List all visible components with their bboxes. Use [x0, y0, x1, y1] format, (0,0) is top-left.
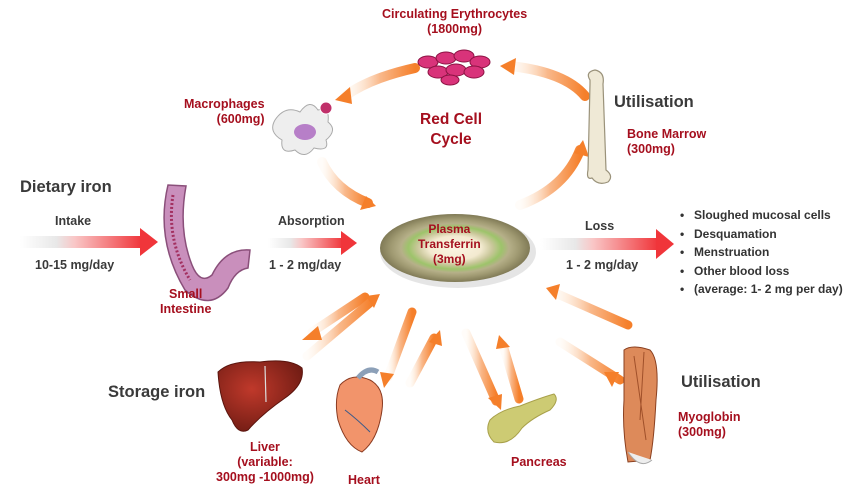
- macrophage-illustration: [272, 101, 333, 155]
- liver-line3: 300mg -1000mg): [216, 470, 314, 484]
- liver-line2: (variable:: [237, 455, 293, 469]
- heart-label: Heart: [348, 473, 380, 487]
- red-cell-cycle-line2: Cycle: [430, 131, 472, 148]
- loss-rate: 1 - 2 mg/day: [566, 258, 639, 272]
- macrophages-amount: (600mg): [216, 112, 265, 126]
- heart-illustration: [335, 367, 383, 453]
- loss-item: Desquamation: [680, 225, 843, 244]
- intake-rate: 10-15 mg/day: [35, 258, 115, 272]
- loss-label: Loss: [585, 219, 615, 233]
- liver-label: Liver (variable: 300mg -1000mg): [216, 440, 314, 485]
- bone-marrow-name: Bone Marrow: [627, 127, 707, 141]
- myoglobin-label: Myoglobin (300mg): [678, 410, 741, 440]
- erythrocytes-amount: (1800mg): [427, 22, 483, 36]
- utilisation-muscle-heading: Utilisation: [681, 373, 761, 391]
- absorption-label: Absorption: [278, 214, 345, 228]
- cycle-arrowheads: [335, 58, 589, 210]
- small-intestine-line1: Small: [169, 287, 203, 301]
- exchange-arrowheads: [302, 284, 619, 410]
- macrophages-label: Macrophages (600mg): [184, 97, 265, 127]
- storage-iron-heading: Storage iron: [108, 383, 206, 401]
- erythrocytes-name: Circulating Erythrocytes: [382, 7, 528, 21]
- erythrocytes-label: Circulating Erythrocytes (1800mg): [382, 7, 527, 37]
- small-intestine-illustration: [163, 184, 251, 302]
- loss-item: Menstruation: [680, 243, 843, 262]
- cycle-arrows: [317, 61, 590, 210]
- small-intestine-line2: Intestine: [160, 302, 212, 316]
- bone-marrow-amount: (300mg): [627, 142, 675, 156]
- liver-line1: Liver: [250, 440, 280, 454]
- myoglobin-name: Myoglobin: [678, 410, 741, 424]
- loss-item: Sloughed mucosal cells: [680, 206, 843, 225]
- exchange-arrows: [302, 287, 633, 406]
- loss-item: Other blood loss: [680, 262, 843, 281]
- pancreas-label: Pancreas: [511, 455, 567, 469]
- bone-illustration: [586, 69, 612, 184]
- plasma-transferrin-label: Plasma Transferrin (3mg): [418, 222, 481, 267]
- loss-list: Sloughed mucosal cells Desquamation Mens…: [680, 206, 843, 299]
- pancreas-illustration: [487, 393, 557, 444]
- red-cell-cycle-label: Red Cell Cycle: [420, 110, 482, 150]
- erythrocytes-illustration: [417, 49, 491, 86]
- intake-label: Intake: [55, 214, 92, 228]
- absorption-arrow: [268, 231, 357, 255]
- red-cell-cycle-line1: Red Cell: [420, 111, 483, 128]
- loss-item: (average: 1- 2 mg per day): [680, 280, 843, 299]
- plasma-transferrin-illustration: [380, 214, 536, 288]
- small-intestine-label: Small Intestine: [160, 287, 211, 317]
- plasma-line1: Plasma: [428, 222, 471, 236]
- plasma-line2: Transferrin: [418, 237, 481, 251]
- intake-arrow: [20, 228, 158, 256]
- macrophages-name: Macrophages: [184, 97, 265, 111]
- loss-arrow: [540, 229, 674, 259]
- absorption-rate: 1 - 2 mg/day: [269, 258, 342, 272]
- utilisation-bone-heading: Utilisation: [614, 93, 694, 111]
- plasma-line3: (3mg): [433, 252, 466, 266]
- muscle-illustration: [623, 346, 658, 465]
- liver-illustration: [217, 360, 303, 432]
- myoglobin-amount: (300mg): [678, 425, 726, 439]
- dietary-iron-heading: Dietary iron: [20, 178, 112, 196]
- bone-marrow-label: Bone Marrow (300mg): [627, 127, 706, 157]
